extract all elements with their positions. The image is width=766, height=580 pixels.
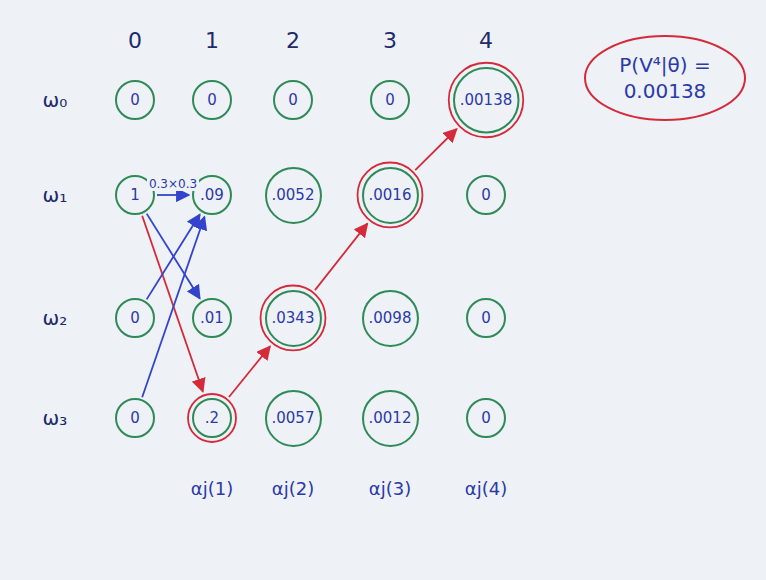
state-circle: 0 — [115, 80, 155, 120]
alpha-value: .0016 — [369, 186, 412, 204]
state-circle: .0057 — [265, 390, 322, 447]
outline — [193, 399, 231, 437]
alpha-value: 0 — [207, 91, 217, 109]
alpha-value: 0 — [130, 309, 140, 327]
outline — [193, 299, 231, 337]
outline — [193, 81, 231, 119]
outline — [454, 68, 519, 133]
state-circle: 0 — [370, 80, 410, 120]
outline — [363, 391, 418, 446]
alpha-label: αj(2) — [272, 478, 314, 499]
alpha-value: .0052 — [272, 186, 315, 204]
time-index: 3 — [383, 28, 397, 53]
state-circle: 0 — [192, 80, 232, 120]
state-label: ω₁ — [43, 183, 68, 207]
outline — [585, 36, 745, 120]
alpha-value: .01 — [200, 309, 224, 327]
outline — [116, 81, 154, 119]
outline — [467, 399, 505, 437]
state-circle: 0 — [115, 298, 155, 338]
alpha-value: 1 — [130, 186, 140, 204]
alpha-value: 0 — [130, 409, 140, 427]
path-ring — [261, 286, 326, 351]
alpha-value: 0 — [385, 91, 395, 109]
state-circle: 0 — [466, 175, 506, 215]
alpha-value: .0057 — [272, 409, 315, 427]
transition-arrow — [157, 194, 189, 196]
path-ring — [449, 63, 524, 138]
outline — [266, 391, 321, 446]
outline — [363, 168, 418, 223]
state-circle: 0 — [273, 80, 313, 120]
alpha-value: 0 — [481, 309, 491, 327]
result-callout: P(V⁴|θ) = 0.00138 — [584, 35, 746, 121]
alpha-value: 0 — [288, 91, 298, 109]
alpha-value: 0 — [481, 409, 491, 427]
alpha-label: αj(4) — [465, 478, 507, 499]
transition-arrow — [315, 224, 367, 291]
state-circle: 0 — [115, 398, 155, 438]
outline — [274, 81, 312, 119]
probability-result: P(V⁴|θ) = 0.00138 — [609, 52, 721, 104]
state-label: ω₂ — [43, 306, 68, 330]
transition-arrow — [229, 346, 270, 397]
alpha-value: .09 — [200, 186, 224, 204]
state-circle: .00138 — [453, 67, 520, 134]
state-label: ω₀ — [43, 88, 68, 112]
alpha-label: αj(1) — [191, 478, 233, 499]
alpha-value: .0012 — [369, 409, 412, 427]
path-ring — [358, 163, 423, 228]
alpha-value: .0343 — [272, 309, 315, 327]
outline — [116, 399, 154, 437]
outline — [467, 176, 505, 214]
state-circle: 0 — [466, 398, 506, 438]
outline — [266, 168, 321, 223]
state-circle: .2 — [192, 398, 232, 438]
alpha-value: .00138 — [460, 91, 513, 109]
alpha-value: 0 — [481, 186, 491, 204]
state-label: ω₃ — [43, 406, 68, 430]
state-circle: 0 — [466, 298, 506, 338]
transition-arrow — [142, 216, 203, 392]
path-ring — [188, 394, 236, 442]
callout-ellipse — [584, 35, 746, 121]
state-circle: .0098 — [362, 290, 419, 347]
outline — [266, 291, 321, 346]
transition-arrow — [147, 214, 200, 299]
time-index: 1 — [205, 28, 219, 53]
time-index: 2 — [286, 28, 300, 53]
outline — [116, 299, 154, 337]
alpha-value: 0 — [130, 91, 140, 109]
transition-arrow — [415, 129, 456, 170]
time-index: 0 — [128, 28, 142, 53]
alpha-value: .0098 — [369, 309, 412, 327]
state-circle: .0343 — [265, 290, 322, 347]
outline — [467, 299, 505, 337]
state-circle: .0052 — [265, 167, 322, 224]
state-circle: .0012 — [362, 390, 419, 447]
alpha-value: .2 — [205, 409, 219, 427]
transition-probability: 0.3×0.3 — [147, 177, 199, 191]
alpha-label: αj(3) — [369, 478, 411, 499]
time-index: 4 — [479, 28, 493, 53]
state-circle: .0016 — [362, 167, 419, 224]
outline — [371, 81, 409, 119]
state-circle: .01 — [192, 298, 232, 338]
outline — [363, 291, 418, 346]
